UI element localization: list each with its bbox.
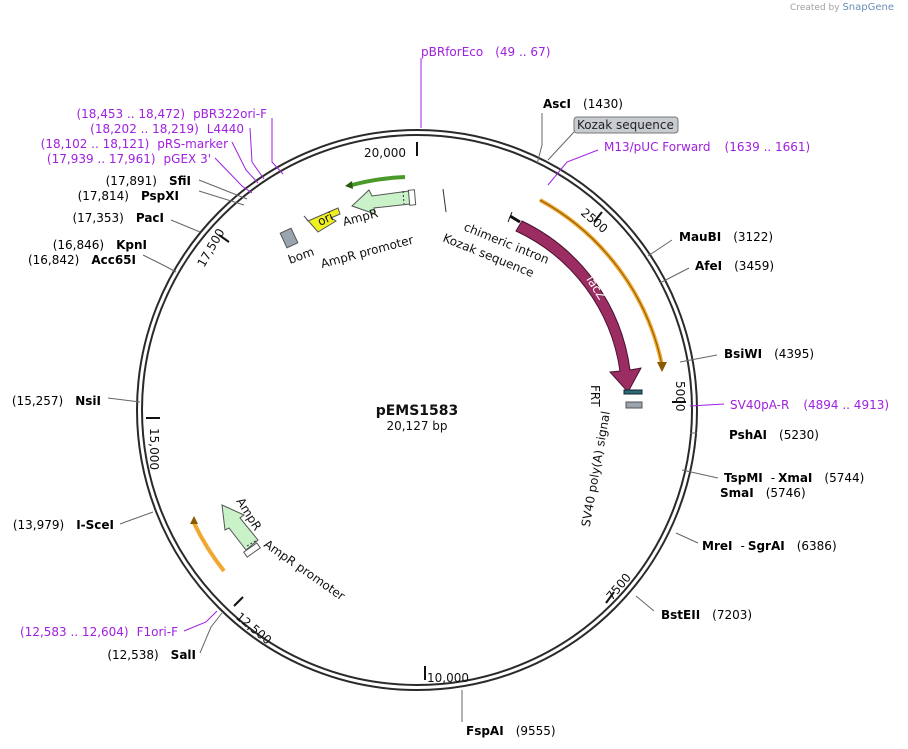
- primer-labels: pBRforEco(49 .. 67) M13/pUC Forward(1639…: [20, 45, 889, 639]
- enzyme-bsteII[interactable]: BstEII(7203): [661, 608, 752, 622]
- leader-kpnI: [142, 254, 177, 273]
- ampr-top-primer-arrow: [351, 175, 406, 187]
- leader-tspmi: [681, 469, 719, 479]
- m13-primer-arrow-core: [539, 199, 663, 366]
- f1ori-primer-arrowhead: [190, 516, 198, 524]
- frt-marker: [623, 389, 643, 395]
- enzyme-smaI[interactable]: SmaI(5746): [720, 486, 806, 500]
- bom-label: bom: [286, 245, 316, 267]
- features: lacZ ori bom AmpR AmpR promoter chimeric…: [190, 175, 667, 603]
- enzyme-tspmI-xmaI[interactable]: TspMI-XmaI(5744): [724, 471, 864, 485]
- chimeric-intron-marker: [509, 214, 521, 224]
- ori-arrow: [303, 207, 341, 233]
- leader-mreI: [675, 532, 699, 544]
- m13-primer-arrowhead: [657, 362, 667, 372]
- enzyme-pshaI[interactable]: PshAI(5230): [729, 428, 819, 442]
- tick-label-15000: 15,000: [147, 428, 161, 470]
- primer-leader-lines: [183, 58, 725, 632]
- tick-label-12500: 12,500: [233, 610, 274, 648]
- leader-ascI: [536, 113, 543, 165]
- enzyme-labels: AscI(1430) MauBI(3122) AfeI(3459) BsiWI(…: [12, 97, 864, 738]
- leader-m13: [547, 149, 599, 186]
- tick-17500: [218, 234, 230, 243]
- primer-pbr322ori-f[interactable]: (18,453 .. 18,472)pBR322ori-F: [76, 107, 267, 121]
- kozak-box-bg: [573, 116, 679, 134]
- enzyme-pacI[interactable]: (17,353)PacI: [72, 211, 164, 225]
- tick-label-5000: 5000: [673, 381, 687, 412]
- leader-salI: [199, 612, 223, 654]
- tick-label-10000: 10,000: [427, 671, 469, 685]
- snapgene-logo: SnapGene: [842, 2, 894, 13]
- credit: Created by SnapGene: [790, 2, 894, 13]
- enzyme-leader-lines: [107, 113, 719, 722]
- kozak-box: Kozak sequence: [547, 116, 679, 161]
- enzyme-maubI[interactable]: MauBI(3122): [679, 230, 773, 244]
- ampr-top-primer-arrowhead: [345, 181, 353, 189]
- ampr-promoter-top-label: AmpR promoter: [319, 233, 415, 271]
- primer-pgex3[interactable]: (17,939 .. 17,961)pGEX 3': [47, 152, 211, 166]
- ampr-top-label: AmpR: [341, 206, 379, 229]
- leader-pacI: [170, 219, 201, 233]
- leader-sfiI: [198, 179, 248, 200]
- tick-label-20000: 20,000: [364, 146, 406, 160]
- tick-2500: [593, 211, 603, 223]
- bom-box: [279, 227, 299, 249]
- kozak-box-label: Kozak sequence: [577, 118, 674, 132]
- enzyme-bsiwI[interactable]: BsiWI(4395): [724, 347, 814, 361]
- ori-label: ori: [315, 209, 335, 228]
- leader-nsiI: [107, 397, 141, 403]
- primer-pbrforeco[interactable]: pBRforEco(49 .. 67): [421, 45, 550, 59]
- backbone: [136, 129, 698, 691]
- primer-prs-marker[interactable]: (18,102 .. 18,121)pRS-marker: [41, 137, 228, 151]
- ampr-bottom-arrow: [221, 504, 259, 551]
- primer-f1ori-f[interactable]: (12,583 .. 12,604)F1ori-F: [20, 625, 178, 639]
- primer-l4440[interactable]: (18,202 .. 18,219)L4440: [90, 122, 244, 136]
- tick-12500: [233, 596, 244, 607]
- enzyme-afeI[interactable]: AfeI(3459): [695, 259, 774, 273]
- ampr-promoter-top-box: [407, 189, 417, 206]
- primer-sv40pa-r[interactable]: SV40pA-R(4894 .. 4913): [730, 398, 889, 412]
- leader-bsteII: [635, 595, 655, 612]
- ampr-top-arrow: [351, 189, 411, 215]
- ampr-promoter-bottom-label: AmpR promoter: [261, 537, 347, 603]
- leader-sv40pa-r: [689, 403, 725, 407]
- f1ori-primer-arrow: [192, 522, 226, 573]
- chimeric-intron-tick: [507, 211, 513, 223]
- enzyme-acc65I[interactable]: (16,842)Acc65I: [28, 253, 136, 267]
- leader-pspxI: [198, 190, 245, 206]
- leader-prs: [231, 141, 259, 184]
- leader-afeI: [659, 267, 690, 284]
- leader-sceI: [119, 511, 154, 525]
- enzyme-nsiI[interactable]: (15,257)NsiI: [12, 394, 101, 408]
- sv40-box: [625, 401, 643, 409]
- tick-marks: [146, 142, 686, 680]
- enzyme-salI[interactable]: (12,538)SalI: [107, 648, 196, 662]
- leader-l4440: [249, 127, 265, 180]
- enzyme-ascI[interactable]: AscI(1430): [543, 97, 623, 111]
- leader-pbr322: [271, 118, 284, 175]
- enzyme-kpnI[interactable]: (16,846)KpnI: [53, 238, 147, 252]
- lacz-arrow: [515, 220, 642, 393]
- enzyme-pspxI[interactable]: (17,814)PspXI: [78, 189, 179, 203]
- kozak-line: [442, 188, 447, 213]
- sv40-label: SV40 poly(A) signal: [579, 410, 613, 528]
- enzyme-sceI[interactable]: (13,979)I-SceI: [13, 518, 114, 532]
- primer-m13-puc-forward[interactable]: M13/pUC Forward(1639 .. 1661): [604, 140, 810, 154]
- enzyme-fspaI[interactable]: FspAI(9555): [466, 724, 556, 738]
- frt-label: FRT: [588, 385, 602, 407]
- credit-prefix: Created by: [790, 3, 840, 13]
- plasmid-size: 20,127 bp: [386, 419, 447, 433]
- ampr-promoter-bottom-box: [243, 542, 261, 558]
- leader-bsiwI: [679, 354, 718, 363]
- kozak-box-leader: [547, 131, 575, 161]
- enzyme-mreI-sgrAI[interactable]: MreI-SgrAI(6386): [702, 539, 837, 553]
- leader-f1ori: [183, 610, 218, 632]
- leader-maubI: [647, 239, 673, 257]
- enzyme-sfiI[interactable]: (17,891)SfiI: [106, 174, 191, 188]
- leader-pgex: [214, 157, 253, 194]
- plasmid-name: pEMS1583: [376, 403, 459, 419]
- tick-7500: [605, 591, 615, 604]
- ampr-bottom-divider: [246, 539, 258, 547]
